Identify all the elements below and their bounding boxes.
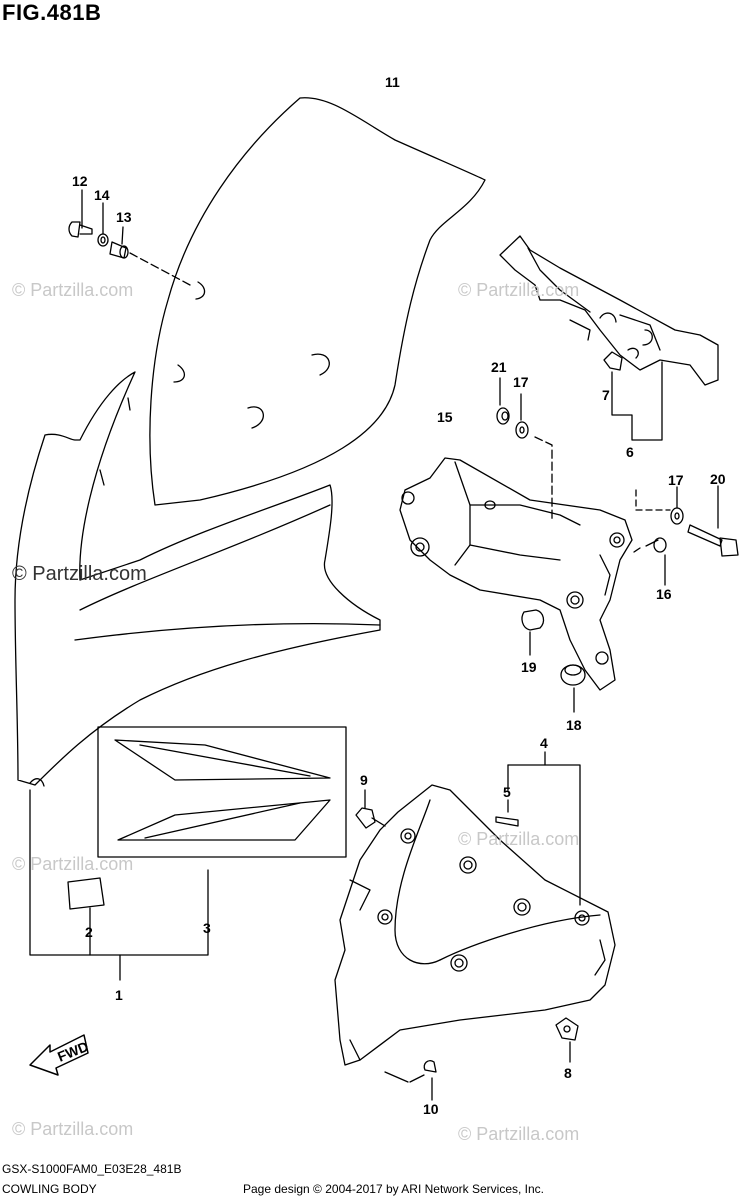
callout-19: 19	[521, 659, 537, 675]
callout-16: 16	[656, 586, 672, 602]
decal-set-part-3[interactable]	[97, 726, 347, 858]
callout-18: 18	[566, 717, 582, 733]
screw-part-10[interactable]	[409, 1060, 437, 1083]
diagram-name: COWLING BODY	[2, 1182, 97, 1196]
watermark: © Partzilla.com	[12, 1119, 133, 1139]
bracket-part-6[interactable]	[499, 235, 719, 386]
side-cowling-part-1[interactable]	[14, 371, 381, 787]
callout-7: 7	[602, 387, 610, 403]
grommet-part-18[interactable]	[560, 664, 586, 686]
clamp-part-8[interactable]	[555, 1017, 579, 1041]
page-credit: Page design © 2004-2017 by ARI Network S…	[243, 1182, 545, 1196]
callout-15: 15	[437, 409, 453, 425]
inner-panel-part-4[interactable]	[334, 784, 616, 1066]
windscreen-part-11[interactable]	[149, 97, 486, 506]
pin-part-5[interactable]	[495, 816, 519, 827]
watermark: © Partzilla.com	[458, 1124, 579, 1144]
collar-part-16[interactable]	[645, 537, 667, 553]
screw-part-12[interactable]	[68, 221, 93, 238]
callout-17-right: 17	[668, 472, 684, 488]
watermark: © Partzilla.com	[458, 280, 579, 300]
callout-14: 14	[94, 187, 110, 203]
watermark: © Partzilla.com	[12, 854, 133, 874]
callout-8: 8	[564, 1065, 572, 1081]
callout-13: 13	[116, 209, 132, 225]
washer-part-17-upper[interactable]	[515, 421, 529, 439]
diagram-code: GSX-S1000FAM0_E03E28_481B	[2, 1162, 182, 1176]
watermark: © Partzilla.com	[12, 280, 133, 300]
label-part-2[interactable]	[67, 877, 105, 910]
callout-1: 1	[115, 987, 123, 1003]
bolt-part-20[interactable]	[687, 524, 739, 557]
callout-4: 4	[540, 735, 548, 751]
washer-part-14[interactable]	[97, 233, 109, 247]
washer-part-17-right[interactable]	[670, 507, 684, 525]
callout-17-upper: 17	[513, 374, 529, 390]
callout-12: 12	[72, 173, 88, 189]
callout-6: 6	[626, 444, 634, 460]
clip-part-7[interactable]	[603, 351, 623, 371]
meter-bracket-part-15[interactable]	[399, 457, 633, 691]
grommet-part-19[interactable]	[521, 609, 545, 631]
watermark: © Partzilla.com	[12, 563, 147, 585]
callout-2: 2	[85, 924, 93, 940]
clip-part-9[interactable]	[355, 807, 386, 829]
callout-9: 9	[360, 772, 368, 788]
callout-10: 10	[423, 1101, 439, 1117]
forward-direction-arrow	[29, 1034, 89, 1076]
callout-5: 5	[503, 784, 511, 800]
callout-11: 11	[385, 74, 400, 90]
grommet-part-13[interactable]	[109, 241, 129, 259]
callout-21: 21	[491, 359, 507, 375]
callout-3: 3	[203, 920, 211, 936]
figure-title: FIG.481B	[2, 0, 102, 25]
callout-20: 20	[710, 471, 726, 487]
nut-part-21[interactable]	[496, 407, 510, 425]
watermark: © Partzilla.com	[458, 829, 579, 849]
